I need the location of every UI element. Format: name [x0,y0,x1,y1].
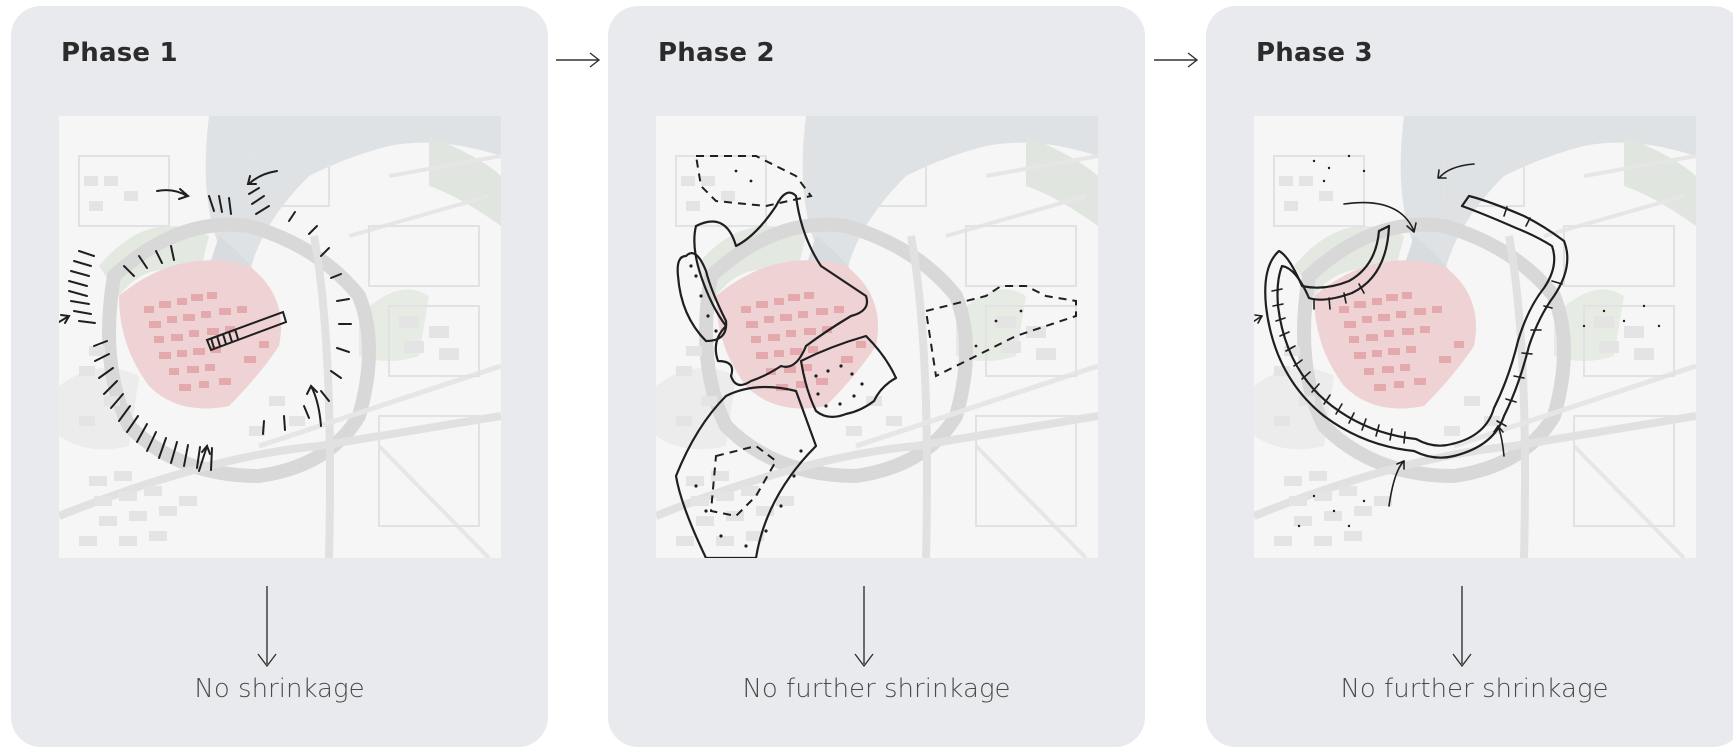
down-arrow-icon [256,586,278,670]
phase-1-panel: Phase 1 [11,6,548,747]
phase-title: Phase 1 [61,38,178,68]
phase-3-map [1254,116,1696,558]
phase-3-panel: Phase 3 [1206,6,1733,747]
map-sketch [1254,116,1696,558]
phase-result: No further shrinkage [608,674,1145,704]
phase-2-map [656,116,1098,558]
map-sketch [59,116,501,558]
phase-result: No shrinkage [11,674,548,704]
down-arrow-icon [1451,586,1473,670]
flow-arrow-icon [1152,50,1202,70]
phase-1-map [59,116,501,558]
phase-result: No further shrinkage [1206,674,1733,704]
map-sketch [656,116,1098,558]
phase-title: Phase 2 [658,38,775,68]
down-arrow-icon [853,586,875,670]
phase-2-panel: Phase 2 [608,6,1145,747]
phase-title: Phase 3 [1256,38,1373,68]
flow-arrow-icon [554,50,604,70]
